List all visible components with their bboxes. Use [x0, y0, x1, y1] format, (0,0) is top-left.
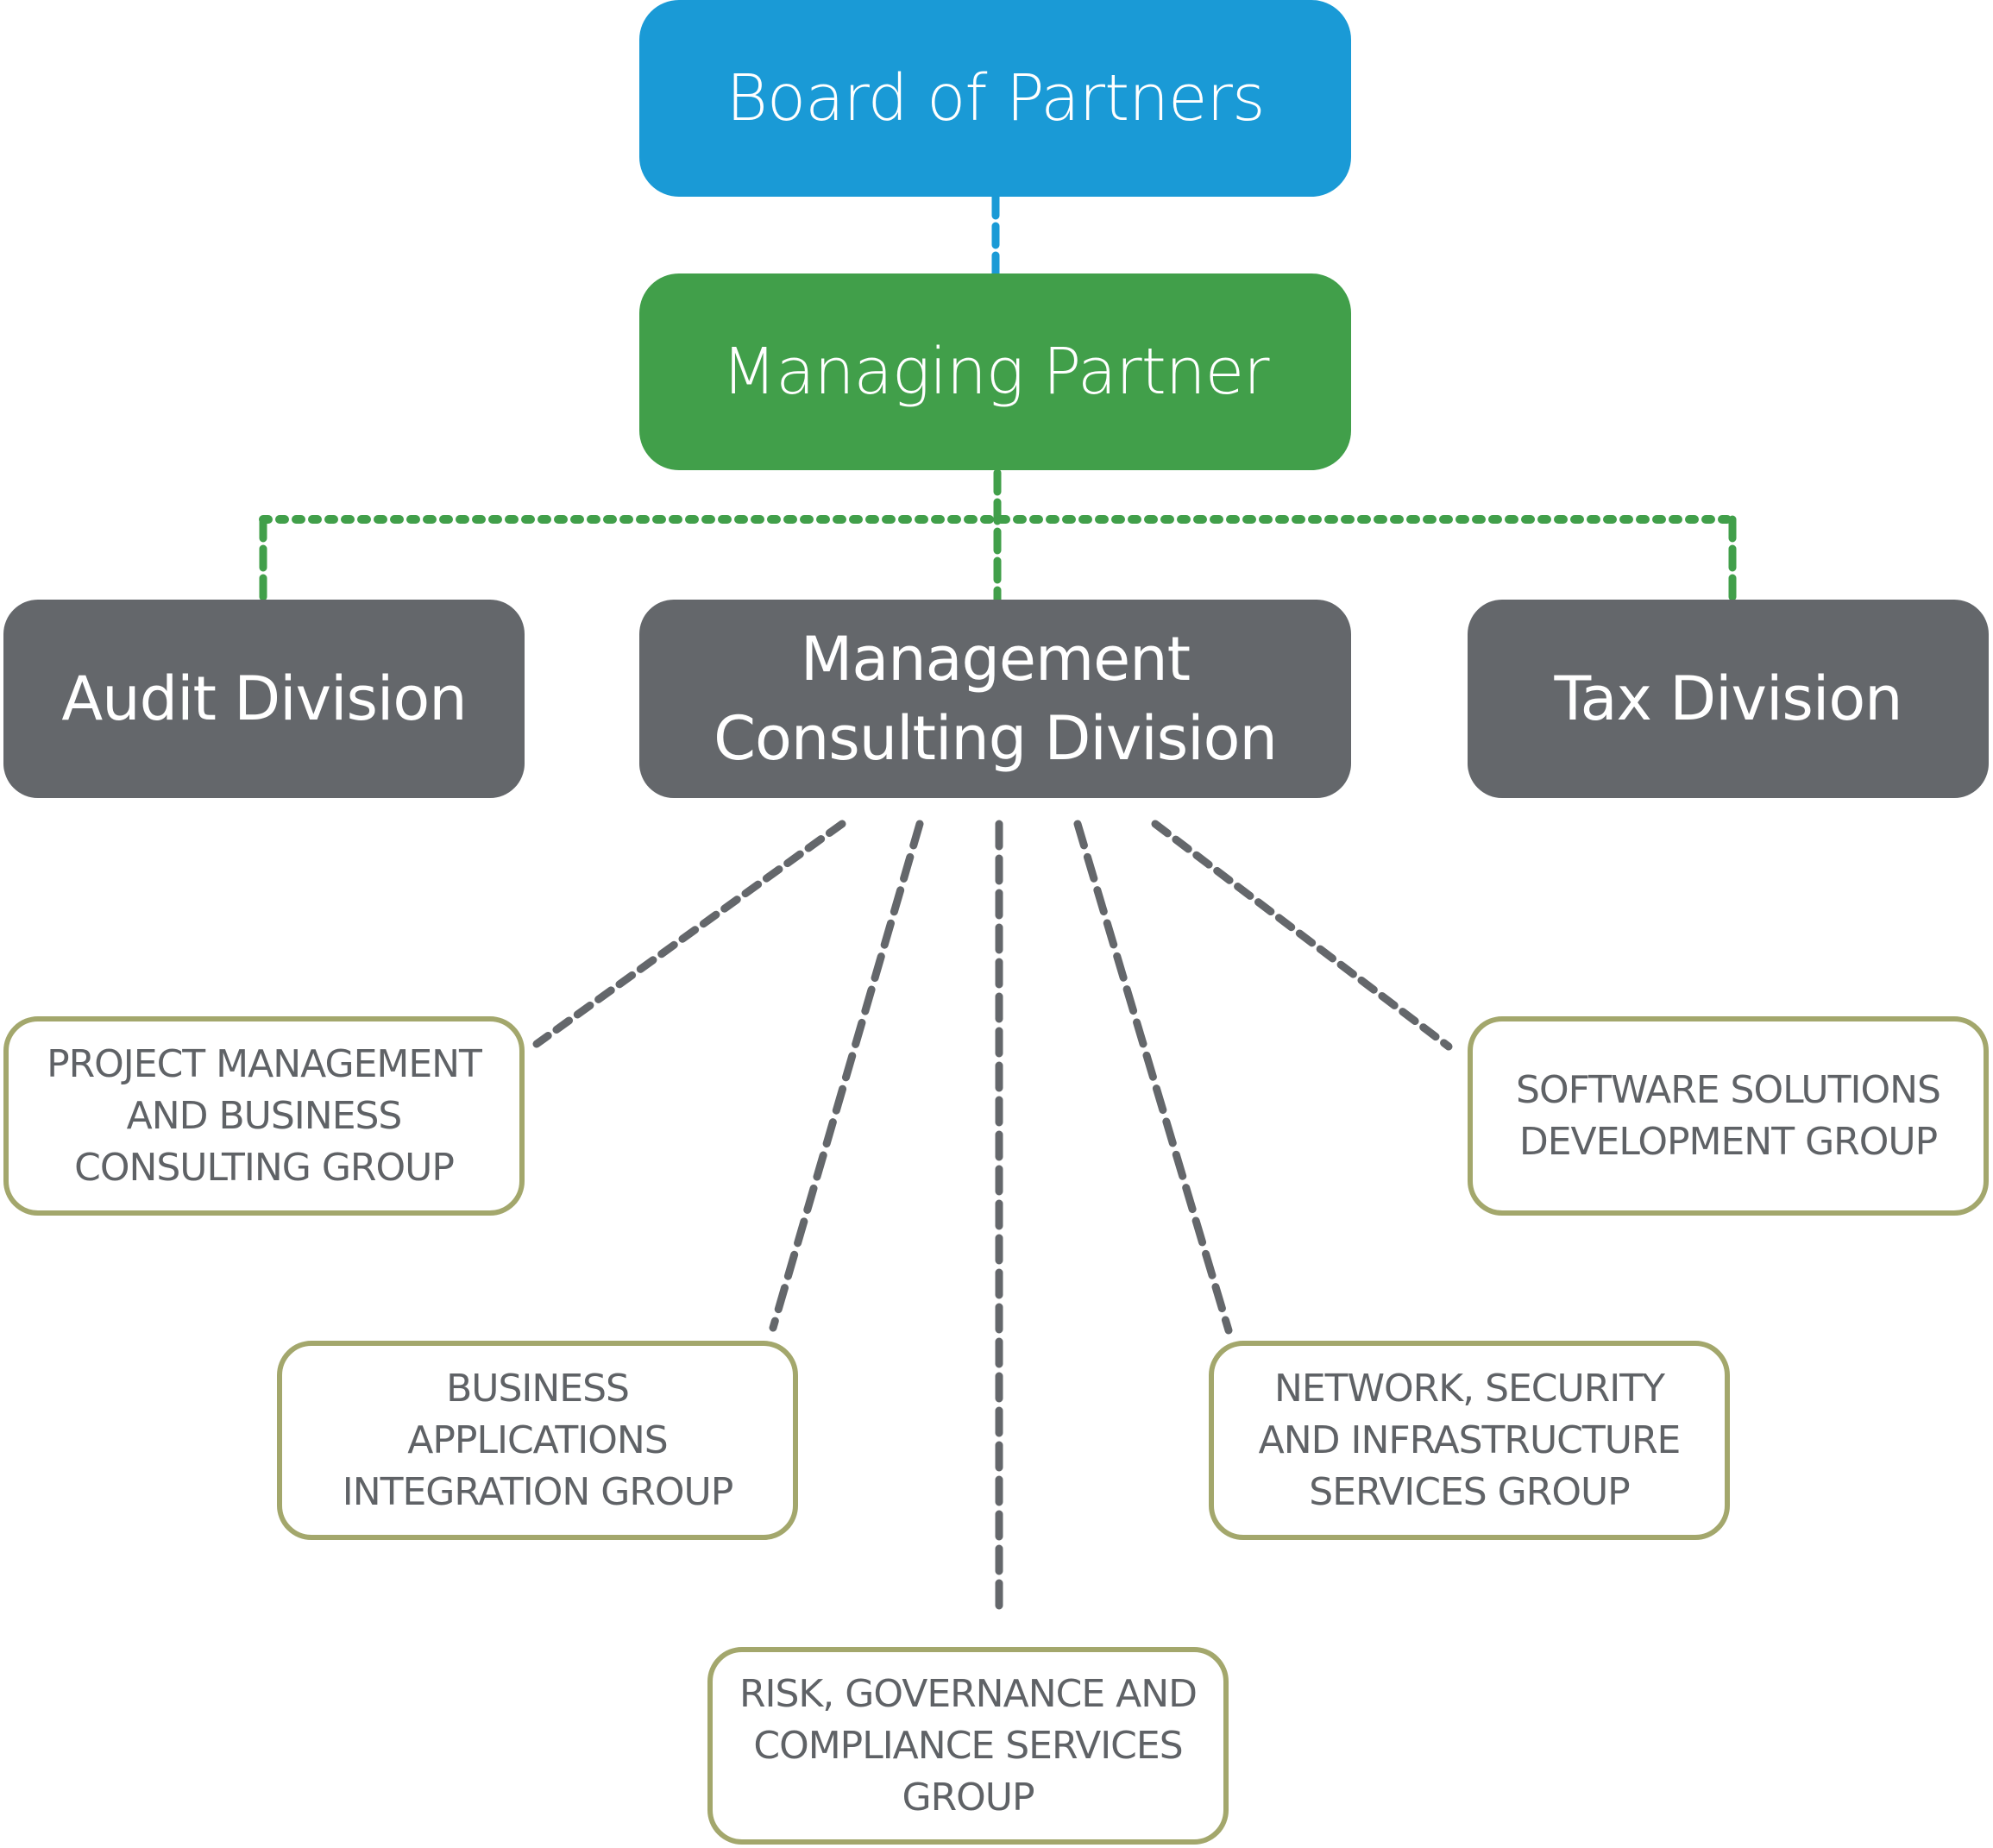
node-label: SOFTWARE SOLUTIONS DEVELOPMENT GROUP: [1516, 1067, 1941, 1164]
connector-to-ba-group: [769, 820, 924, 1332]
node-managing-partner[interactable]: Managing Partner: [639, 273, 1351, 470]
node-label: NETWORK, SECURITY AND INFRASTRUCTURE SER…: [1258, 1366, 1682, 1514]
connector-to-pm-group: [532, 820, 846, 1048]
node-label: PROJECT MANAGEMENT AND BUSINESS CONSULTI…: [47, 1041, 482, 1190]
node-risk-governance-group[interactable]: RISK, GOVERNANCE AND COMPLIANCE SERVICES…: [707, 1647, 1229, 1845]
node-management-consulting-division[interactable]: Management Consulting Division: [639, 600, 1351, 798]
node-project-management-group[interactable]: PROJECT MANAGEMENT AND BUSINESS CONSULTI…: [3, 1016, 525, 1216]
node-label: Board of Partners: [726, 61, 1265, 135]
node-label: Managing Partner: [721, 335, 1269, 409]
connector-to-sw-group: [1151, 820, 1453, 1051]
node-network-security-group[interactable]: NETWORK, SECURITY AND INFRASTRUCTURE SER…: [1209, 1341, 1730, 1540]
node-label: Audit Division: [61, 663, 467, 734]
node-label: BUSINESS APPLICATIONS INTEGRATION GROUP: [342, 1366, 734, 1514]
node-label: Tax Division: [1554, 663, 1902, 734]
node-audit-division[interactable]: Audit Division: [3, 600, 525, 798]
node-label: RISK, GOVERNANCE AND COMPLIANCE SERVICES…: [739, 1671, 1198, 1820]
node-board-of-partners[interactable]: Board of Partners: [639, 0, 1351, 197]
node-software-solutions-group[interactable]: SOFTWARE SOLUTIONS DEVELOPMENT GROUP: [1468, 1016, 1989, 1216]
node-tax-division[interactable]: Tax Division: [1468, 600, 1989, 798]
node-label: Management Consulting Division: [714, 624, 1278, 774]
connector-to-ns-group: [1073, 820, 1233, 1335]
node-business-applications-group[interactable]: BUSINESS APPLICATIONS INTEGRATION GROUP: [277, 1341, 798, 1540]
